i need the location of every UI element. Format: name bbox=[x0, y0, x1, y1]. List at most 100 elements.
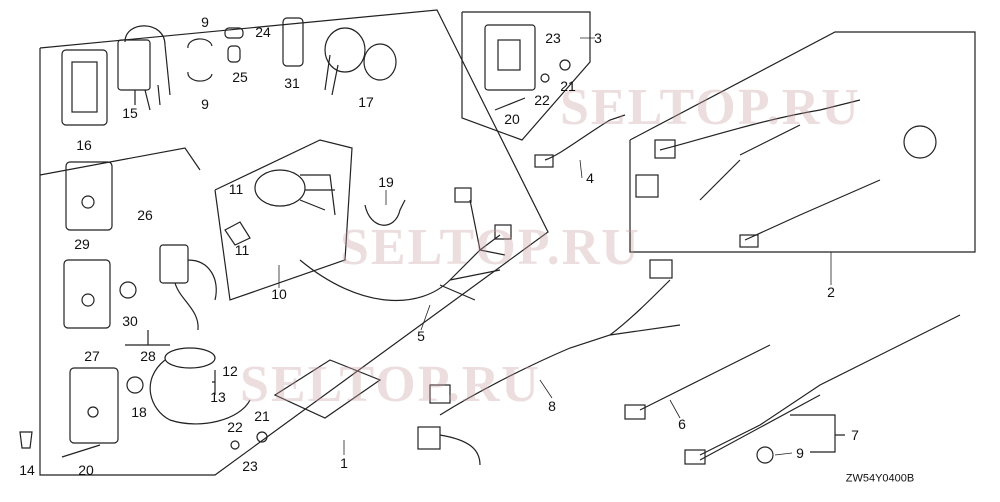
extension-2 bbox=[744, 179, 881, 241]
callout-24: 24 bbox=[255, 24, 271, 40]
callout-23: 23 bbox=[242, 458, 258, 474]
washer-22 bbox=[230, 440, 240, 450]
frame-panel-26 bbox=[39, 147, 201, 176]
harness-2 bbox=[659, 99, 861, 201]
buzzer-cover-17 bbox=[363, 43, 397, 81]
grommet-18 bbox=[126, 376, 144, 394]
frame-assembly-2 bbox=[629, 31, 976, 253]
switch-panel-16-window bbox=[71, 61, 98, 113]
plate-26 bbox=[65, 161, 113, 231]
callout-17: 17 bbox=[358, 94, 374, 110]
callout-6: 6 bbox=[678, 416, 686, 432]
callout-20: 20 bbox=[504, 111, 520, 127]
ignition-switch-11 bbox=[254, 169, 306, 207]
connector-6 bbox=[624, 404, 646, 420]
harness-5-branches bbox=[469, 199, 506, 256]
callout-21: 21 bbox=[254, 408, 270, 424]
sleeve-25 bbox=[227, 45, 241, 63]
callout-28: 28 bbox=[140, 348, 156, 364]
cable-7 bbox=[699, 314, 961, 456]
callout-5: 5 bbox=[417, 328, 425, 344]
owners-manual bbox=[273, 359, 382, 419]
grommet-2 bbox=[903, 125, 937, 159]
connector-2c bbox=[739, 234, 759, 248]
connector-8b bbox=[417, 426, 441, 450]
callout-30: 30 bbox=[122, 313, 138, 329]
callout-1: 1 bbox=[340, 455, 348, 471]
bracket-12-13 bbox=[212, 370, 216, 395]
nut-21b bbox=[559, 59, 571, 71]
clamp-19 bbox=[364, 199, 406, 226]
cable-12 bbox=[164, 347, 216, 369]
key-11 bbox=[224, 221, 251, 246]
cover-31 bbox=[282, 17, 304, 67]
callout-23: 23 bbox=[545, 30, 561, 46]
buzzer-17 bbox=[324, 27, 366, 73]
clip-14 bbox=[19, 431, 33, 449]
cable-13 bbox=[149, 359, 251, 425]
watermark: SELTOP.RU bbox=[560, 79, 861, 136]
nut-21 bbox=[256, 431, 268, 443]
buzzer-17-wires bbox=[324, 54, 339, 96]
washer-22b bbox=[540, 73, 550, 83]
callout-9: 9 bbox=[201, 14, 209, 30]
frame-assembly-1 bbox=[39, 9, 549, 476]
diagram-code: ZW54Y0400B bbox=[845, 472, 915, 485]
callout-7: 7 bbox=[851, 427, 859, 443]
switch-15 bbox=[117, 39, 151, 91]
grommet-24 bbox=[224, 27, 244, 39]
watermark: SELTOP.RU bbox=[340, 219, 641, 276]
callout-3: 3 bbox=[594, 30, 602, 46]
callout-22: 22 bbox=[227, 419, 243, 435]
callout-22: 22 bbox=[534, 92, 550, 108]
frame-assembly-3 bbox=[461, 11, 591, 141]
switch-30-wires bbox=[174, 259, 217, 331]
connector-2a bbox=[654, 139, 676, 159]
harness-8 bbox=[439, 279, 681, 466]
plate-27-hole bbox=[87, 406, 99, 418]
switch-30 bbox=[159, 244, 189, 284]
plate-29-hole bbox=[81, 293, 95, 307]
callout-11: 11 bbox=[228, 181, 244, 197]
callout-10: 10 bbox=[271, 286, 287, 302]
connector-8a bbox=[429, 384, 451, 404]
frame-assembly-10 bbox=[214, 139, 353, 301]
nut-30 bbox=[119, 281, 137, 299]
rocker-switch bbox=[497, 39, 521, 71]
callout-13: 13 bbox=[210, 389, 226, 405]
callout-29: 29 bbox=[74, 236, 90, 252]
plate-26-hole bbox=[81, 195, 95, 209]
connector-4 bbox=[534, 154, 554, 168]
callout-4: 4 bbox=[586, 170, 594, 186]
bracket-7 bbox=[790, 414, 845, 453]
callout-11: 11 bbox=[234, 242, 250, 258]
screw-20 bbox=[61, 444, 101, 458]
callout-16: 16 bbox=[76, 137, 92, 153]
switch-panel-3 bbox=[484, 24, 536, 91]
cable-7b bbox=[699, 394, 821, 461]
screw-20b bbox=[494, 97, 526, 111]
callout-21: 21 bbox=[560, 78, 576, 94]
connector-2b bbox=[635, 174, 659, 198]
clip-9b bbox=[756, 446, 774, 464]
connector-7 bbox=[684, 449, 706, 465]
callout-9: 9 bbox=[796, 445, 804, 461]
callout-19: 19 bbox=[378, 174, 394, 190]
callout-8: 8 bbox=[548, 398, 556, 414]
callout-31: 31 bbox=[284, 75, 300, 91]
connector-8c bbox=[649, 259, 673, 279]
leader-lines bbox=[278, 37, 832, 456]
callout-26: 26 bbox=[137, 207, 153, 223]
callout-12: 12 bbox=[222, 363, 238, 379]
callout-2: 2 bbox=[827, 284, 835, 300]
plate-29 bbox=[63, 259, 111, 329]
callout-25: 25 bbox=[232, 69, 248, 85]
callout-20: 20 bbox=[78, 462, 94, 478]
clip-9 bbox=[187, 38, 213, 82]
callout-27: 27 bbox=[84, 348, 100, 364]
switch-15-wires bbox=[124, 25, 171, 111]
callout-15: 15 bbox=[122, 105, 138, 121]
connector-5a bbox=[454, 187, 472, 203]
